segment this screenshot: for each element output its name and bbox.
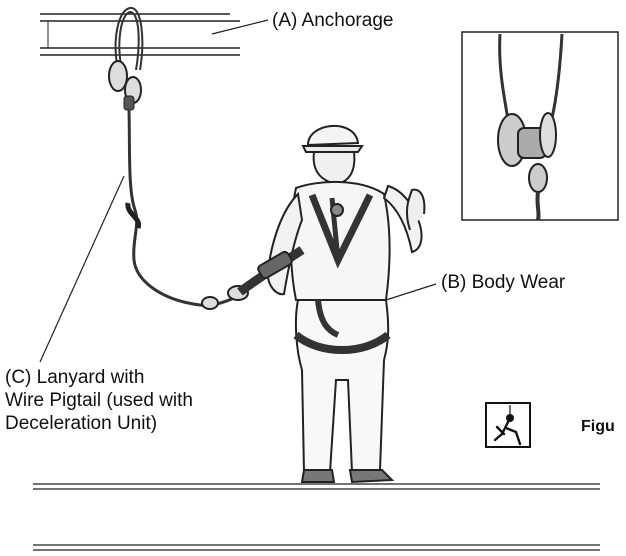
lanyard-rope (129, 110, 238, 305)
label-anchorage: (A) Anchorage (272, 9, 393, 32)
label-lanyard-line3: Deceleration Unit) (5, 412, 193, 435)
worker-figure (240, 126, 424, 482)
inset-detail-box (462, 32, 618, 220)
lanyard-leader-line (40, 176, 124, 362)
body-wear-leader-line (386, 284, 436, 300)
fall-hazard-icon (486, 403, 530, 447)
figure-caption-partial: Figu (581, 418, 615, 436)
label-body-wear: (B) Body Wear (441, 271, 565, 294)
anchorage-leader-line (212, 20, 268, 34)
label-lanyard-line2: Wire Pigtail (used with (5, 389, 193, 412)
label-lanyard: (C) Lanyard with Wire Pigtail (used with… (5, 366, 193, 435)
label-lanyard-line1: (C) Lanyard with (5, 366, 193, 389)
connector-top (124, 96, 134, 110)
floor-lines (33, 484, 600, 550)
